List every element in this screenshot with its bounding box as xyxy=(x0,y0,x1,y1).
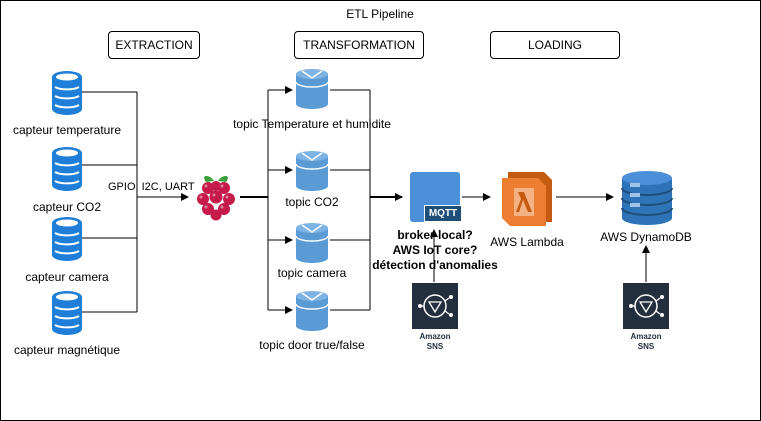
bus-label: GPIO, I2C, UART xyxy=(108,181,195,193)
diagram-title: ETL Pipeline xyxy=(346,7,414,21)
stage-extraction: EXTRACTION xyxy=(108,31,200,59)
mqtt-note-anomalies: détection d'anomalies xyxy=(372,258,498,272)
amazon-sns-label-2-line1: Amazon xyxy=(630,332,662,341)
aws-lambda-icon xyxy=(502,172,552,226)
sensor-bus-connector xyxy=(82,91,189,313)
sensor-co2-icon xyxy=(52,147,82,191)
amazon-sns-label-1: Amazon SNS xyxy=(419,332,450,352)
sensor-magnetic-label: capteur magnétique xyxy=(13,343,121,357)
stage-transformation: TRANSFORMATION xyxy=(294,31,424,59)
topic-camera-icon xyxy=(295,223,329,263)
pi-topic-connector xyxy=(240,86,293,314)
aws-lambda-label: AWS Lambda xyxy=(490,235,564,249)
amazon-sns-icon-2 xyxy=(623,283,669,329)
topic-co2-label: topic CO2 xyxy=(285,195,339,209)
topic-temperature-label: topic Temperature et humidite xyxy=(233,117,391,131)
amazon-sns-label-2: Amazon SNS xyxy=(630,332,661,352)
sensor-magnetic-icon xyxy=(52,291,82,335)
sensor-temperature-icon xyxy=(52,71,82,115)
stage-loading: LOADING xyxy=(490,31,620,59)
topic-temperature-icon xyxy=(295,69,329,109)
amazon-sns-label-1-line1: Amazon xyxy=(419,332,451,341)
mqtt-note-broker: broker local? xyxy=(397,228,473,242)
topic-co2-icon xyxy=(295,151,329,191)
amazon-sns-label-1-line2: SNS xyxy=(426,342,444,351)
mqtt-badge: MQTT xyxy=(424,205,462,222)
sensor-camera-icon xyxy=(52,217,82,261)
sensor-temperature-label: capteur temperature xyxy=(12,123,122,137)
topic-door-label: topic door true/false xyxy=(259,338,365,352)
raspberry-pi-icon xyxy=(197,175,235,221)
amazon-sns-icon-1 xyxy=(412,283,458,329)
sensor-camera-label: capteur camera xyxy=(25,270,109,284)
topic-mqtt-connector xyxy=(330,89,403,311)
topic-camera-label: topic camera xyxy=(277,266,347,280)
sensor-co2-label: capteur CO2 xyxy=(32,200,102,214)
amazon-sns-label-2-line2: SNS xyxy=(637,342,655,351)
mqtt-note-iot-core: AWS IoT core? xyxy=(392,243,478,257)
aws-dynamodb-label: AWS DynamoDB xyxy=(600,230,692,244)
aws-dynamodb-icon xyxy=(621,171,673,225)
topic-door-icon xyxy=(295,291,329,331)
